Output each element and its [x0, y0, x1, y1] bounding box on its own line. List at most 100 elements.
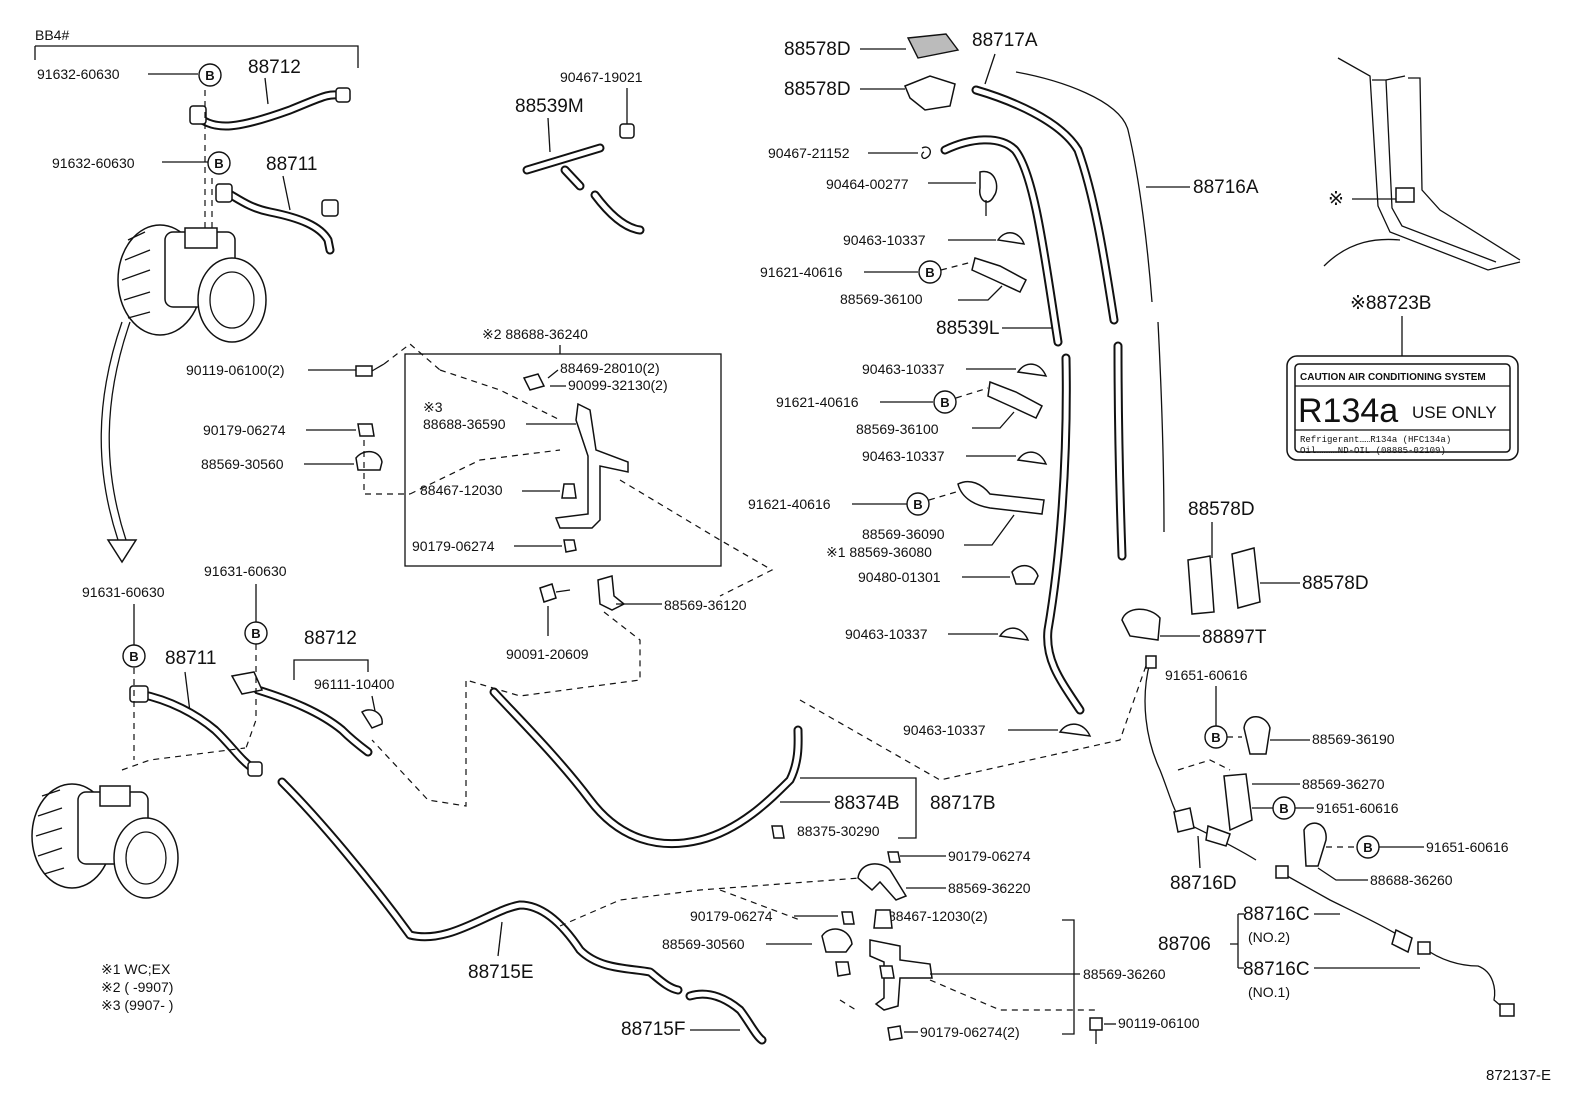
compressor-bottom — [31, 783, 179, 899]
middle-left-group: 90119-06100(2) 90179-06274 88569-30560 — [186, 343, 441, 495]
fitting — [1391, 928, 1413, 954]
label-88715f: 88715F — [621, 1019, 685, 1040]
label-88715e: 88715E — [468, 962, 534, 983]
label-88688-36590: 88688-36590 — [423, 416, 506, 432]
label-88569-36260: 88569-36260 — [1083, 966, 1166, 982]
upper-clip-group: 88578D 88578D 88717A 90467-21152 90464-0… — [748, 30, 1092, 738]
b-mark: B — [940, 395, 949, 410]
grommet — [1058, 723, 1092, 737]
bracket-box — [404, 353, 722, 567]
label-88467-12030-2: 88467-12030(2) — [888, 908, 988, 924]
bracket-box-group: ※2 88688-36240 88469-28010(2) 90099-3213… — [404, 326, 774, 597]
label-90179-06274-2: 90179-06274(2) — [920, 1024, 1020, 1040]
caution-use-only: USE ONLY — [1412, 403, 1497, 422]
label-88375-30290: 88375-30290 — [797, 823, 880, 839]
label-90119-06100-2: 90119-06100(2) — [186, 362, 285, 378]
label-88569-36080: ※1 88569-36080 — [826, 544, 932, 560]
label-no2: (NO.2) — [1248, 929, 1290, 945]
diagram-id: 872137-E — [1486, 1067, 1551, 1084]
label-91651-60616-c: 91651-60616 — [1426, 839, 1509, 855]
label-88716d: 88716D — [1170, 873, 1237, 894]
label-88716a: 88716A — [1193, 177, 1259, 198]
b-mark: B — [251, 626, 260, 641]
b-mark: B — [913, 497, 922, 512]
label-88569-30560-a: 88569-30560 — [201, 456, 284, 472]
label-88712-a: 88712 — [248, 57, 301, 78]
bolt-90091 — [539, 583, 557, 603]
right-bottom-group: 88578D 88578D 88897T 88716D 91651-60616 … — [1121, 499, 1515, 1017]
note-1: ※1 WC;EX — [101, 961, 171, 977]
clamp-88569-36100 — [987, 380, 1043, 419]
label-88688-36240: ※2 88688-36240 — [482, 326, 588, 342]
clamp-88569-36100 — [971, 257, 1027, 293]
label-88706: 88706 — [1158, 934, 1211, 955]
clip-88469 — [522, 373, 546, 391]
label-88569-30560-b: 88569-30560 — [662, 936, 745, 952]
label-88569-36120: 88569-36120 — [664, 597, 747, 613]
bracket-88569-36120 — [597, 575, 626, 611]
note-2: ※2 ( -9907) — [101, 979, 173, 995]
cap — [771, 825, 785, 839]
b-mark: B — [925, 265, 934, 280]
label-88578d-4: 88578D — [1302, 573, 1369, 594]
label-91631-60630-b: 91631-60630 — [204, 563, 287, 579]
label-91621-40616-c: 91621-40616 — [748, 496, 831, 512]
clip — [619, 123, 635, 139]
label-90467-19021: 90467-19021 — [560, 69, 643, 85]
label-88569-36100-a: 88569-36100 — [840, 291, 923, 307]
note-3: ※3 (9907- ) — [101, 997, 173, 1013]
label-90179-06274-box: 90179-06274 — [412, 538, 495, 554]
b-mark: B — [1211, 730, 1220, 745]
caution-header: CAUTION AIR CONDITIONING SYSTEM — [1300, 372, 1486, 383]
caution-line-1: Refrigerant……R134a (HFC134a) — [1300, 435, 1451, 445]
hose-88539m-group: 90467-19021 88539M — [515, 69, 645, 235]
pipe-88716a — [1015, 71, 1153, 303]
clip — [879, 965, 895, 979]
pipe-88716a-lower — [1157, 321, 1165, 533]
clamp-96111 — [360, 709, 383, 729]
label-91632-60630-b: 91632-60630 — [52, 155, 135, 171]
label-88569-36090: 88569-36090 — [862, 526, 945, 542]
grommet — [1016, 363, 1048, 377]
clamp — [355, 450, 383, 471]
label-90463-10337-d: 90463-10337 — [845, 626, 928, 642]
label-88569-36270: 88569-36270 — [1302, 776, 1385, 792]
caution-label-group: ※ ※88723B CAUTION AIR CONDITIONING SYSTE… — [1286, 57, 1521, 461]
label-90463-10337-b: 90463-10337 — [862, 361, 945, 377]
label-91651-60616-b: 91651-60616 — [1316, 800, 1399, 816]
mid-bracket-group: 88569-36120 90091-20609 — [371, 575, 747, 807]
label-88578d-1: 88578D — [784, 39, 851, 60]
label-91631-60630-a: 91631-60630 — [82, 584, 165, 600]
bracket-88569-36260 — [869, 939, 933, 1011]
label-location — [1395, 187, 1415, 203]
nut — [357, 423, 375, 437]
nut — [841, 911, 855, 925]
clip — [873, 909, 893, 929]
caution-line-2: Oil…………ND-OIL (08885-02109) — [1300, 446, 1446, 456]
top-left-group: BB4# 91632-60630 B 88712 91632-60630 B 8… — [34, 27, 359, 564]
label-90463-10337-c: 90463-10337 — [862, 448, 945, 464]
clamp-88569-36220 — [857, 863, 908, 901]
grommet — [1016, 451, 1048, 465]
hose-88717b — [489, 687, 803, 849]
label-88723b: ※88723B — [1350, 293, 1431, 314]
fitting — [189, 105, 207, 125]
label-90463-10337-e: 90463-10337 — [903, 722, 986, 738]
label-90179-06274-c: 90179-06274 — [690, 908, 773, 924]
label-90480-01301: 90480-01301 — [858, 569, 941, 585]
grommet — [1011, 564, 1039, 585]
clamp-88569-36270 — [1223, 773, 1253, 832]
pipe-88716d — [1144, 661, 1257, 861]
label-90179-06274-a: 90179-06274 — [203, 422, 286, 438]
arrow-head — [106, 539, 138, 564]
caution-refrigerant: R134a — [1298, 392, 1398, 430]
label-88467-12030: 88467-12030 — [420, 482, 503, 498]
label-90467-21152: 90467-21152 — [768, 145, 850, 161]
bolt-b-mark — [198, 63, 222, 87]
compressor-top — [117, 224, 267, 343]
clamp-88688-36260 — [1303, 822, 1327, 867]
fitting — [1173, 807, 1195, 833]
label-88569-36220: 88569-36220 — [948, 880, 1031, 896]
cushion-88578d — [1187, 555, 1215, 615]
label-88539m: 88539M — [515, 96, 584, 117]
